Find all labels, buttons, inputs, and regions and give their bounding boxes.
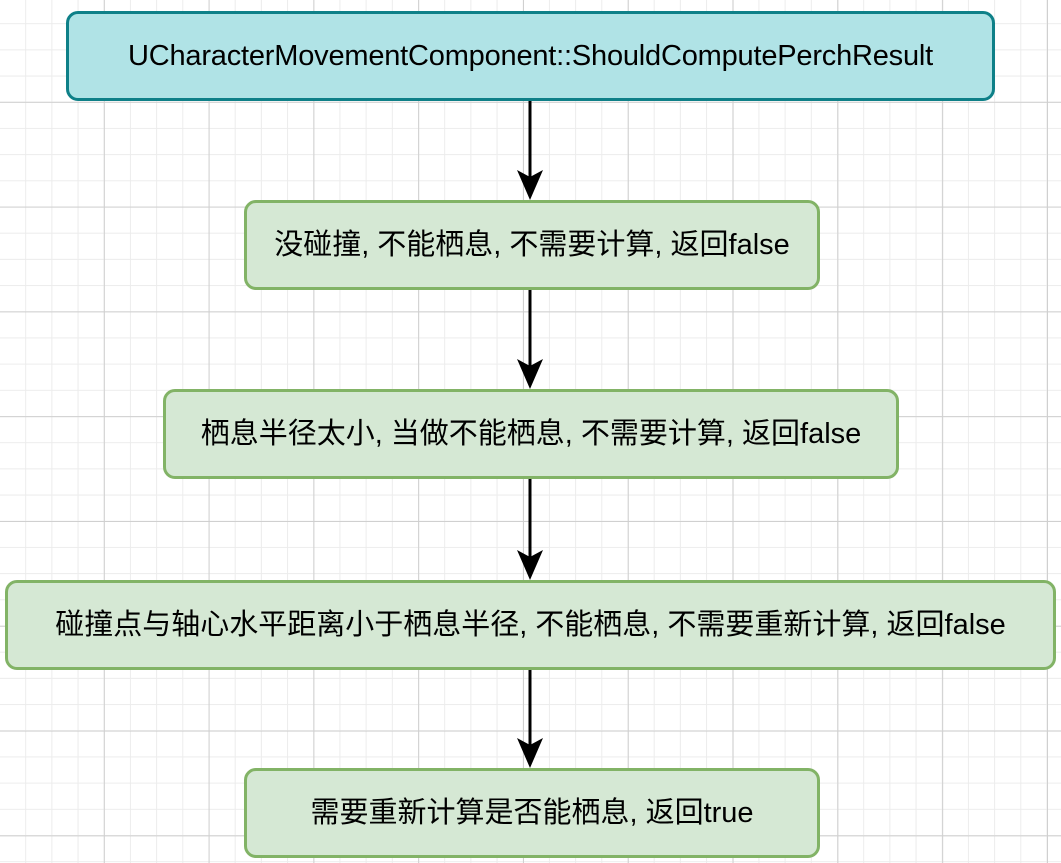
flow-arrow-radius-to-distance bbox=[517, 479, 543, 580]
flow-node-label: UCharacterMovementComponent::ShouldCompu… bbox=[127, 39, 934, 72]
flow-node-distance-less-than-radius-return-false[interactable]: 碰撞点与轴心水平距离小于栖息半径, 不能栖息, 不需要重新计算, 返回false bbox=[5, 580, 1056, 670]
flow-node-recompute-perch-return-true[interactable]: 需要重新计算是否能栖息, 返回true bbox=[244, 768, 820, 858]
flow-arrow-no-hit-to-radius bbox=[517, 290, 543, 389]
flow-node-label: 栖息半径太小, 当做不能栖息, 不需要计算, 返回false bbox=[200, 417, 862, 450]
flow-node-perch-radius-too-small-return-false[interactable]: 栖息半径太小, 当做不能栖息, 不需要计算, 返回false bbox=[163, 389, 899, 479]
flow-node-label: 没碰撞, 不能栖息, 不需要计算, 返回false bbox=[274, 228, 790, 261]
flow-node-label: 碰撞点与轴心水平距离小于栖息半径, 不能栖息, 不需要重新计算, 返回false bbox=[55, 608, 1006, 641]
flow-node-entry-point[interactable]: UCharacterMovementComponent::ShouldCompu… bbox=[66, 11, 995, 101]
flow-node-no-hit-return-false[interactable]: 没碰撞, 不能栖息, 不需要计算, 返回false bbox=[244, 200, 820, 290]
flow-arrow-entry-to-no-hit bbox=[517, 101, 543, 200]
flow-arrow-distance-to-recompute bbox=[517, 670, 543, 768]
flow-node-label: 需要重新计算是否能栖息, 返回true bbox=[310, 796, 754, 829]
